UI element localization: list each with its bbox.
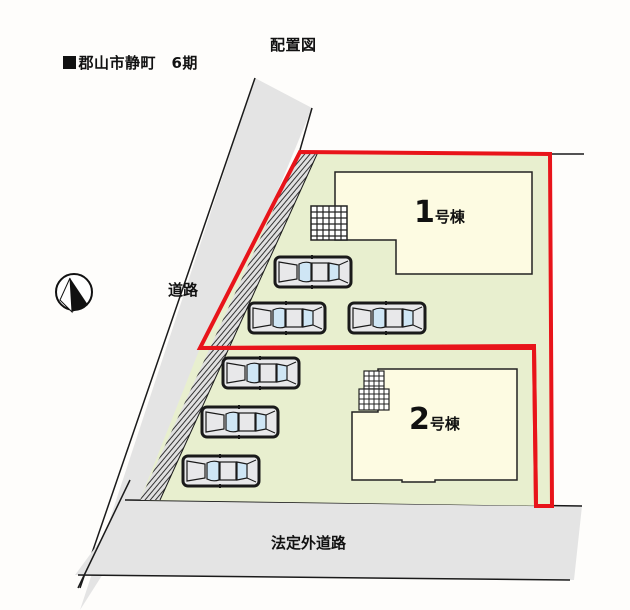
building-2-number: 2: [409, 402, 430, 437]
building-2: [351, 368, 518, 483]
bottom-road-label: 法定外道路: [271, 534, 347, 552]
entrance-grid-1: [310, 205, 348, 241]
building-1-suffix: 号棟: [434, 208, 465, 226]
plan-subtitle: 配置図: [270, 36, 317, 54]
parking-car: [347, 299, 427, 337]
entrance-grid-2: [358, 370, 390, 411]
parking-car: [273, 253, 353, 291]
page-title: 郡山市静町 6期 配置図: [52, 34, 316, 91]
left-road-label: 道路: [168, 281, 199, 299]
north-arrow-icon: [55, 273, 93, 314]
site-name: 郡山市静町 6期: [78, 54, 198, 72]
bullet-square-icon: [63, 56, 77, 69]
bottom-road: [75, 500, 582, 580]
building-2-label: 2号棟: [409, 402, 460, 437]
building-2-suffix: 号棟: [429, 415, 460, 433]
building-1-number: 1: [414, 195, 435, 230]
parking-car: [247, 299, 327, 337]
parking-car: [221, 354, 301, 392]
parking-car: [200, 403, 280, 441]
parking-car: [181, 452, 261, 490]
building-1-label: 1号棟: [414, 195, 465, 230]
lot-2-boundary: [200, 346, 538, 507]
left-road: [80, 78, 312, 610]
setback-strip: [140, 152, 318, 500]
